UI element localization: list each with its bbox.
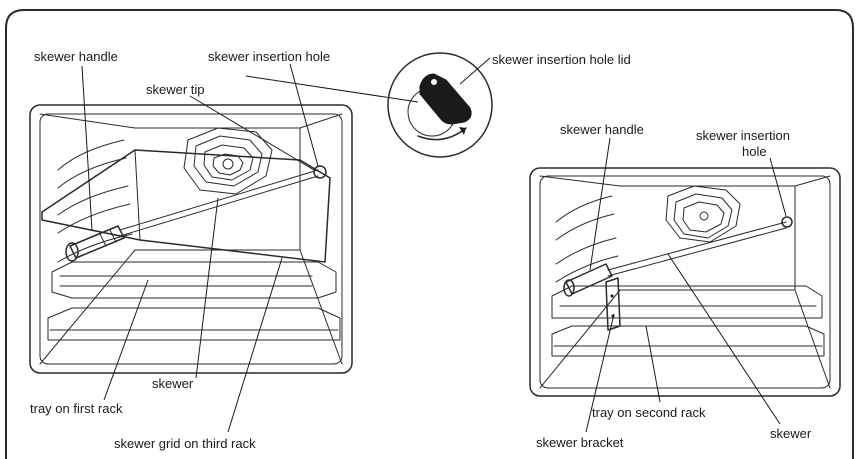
- insertion-hole-lid-callout: [387, 52, 493, 158]
- label-right-insertion-hole-line1: skewer insertion: [696, 128, 790, 143]
- left-tray: [51, 261, 337, 299]
- leader-lines: [81, 57, 787, 433]
- label-left-skewer-tip: skewer tip: [146, 82, 205, 97]
- label-left-insertion-hole: skewer insertion hole: [208, 49, 330, 64]
- label-skewer-grid-third-rack: skewer grid on third rack: [114, 436, 256, 451]
- right-skewer: [563, 216, 793, 331]
- diagram-frame: [5, 9, 854, 459]
- label-skewer-bracket: skewer bracket: [536, 435, 624, 450]
- label-tray-first-rack: tray on first rack: [30, 401, 123, 416]
- label-right-skewer: skewer: [770, 426, 812, 441]
- right-tray: [551, 285, 825, 357]
- right-fan: [665, 185, 741, 243]
- label-tray-second-rack: tray on second rack: [592, 405, 706, 420]
- left-oven: [29, 104, 353, 374]
- right-oven: [529, 167, 841, 397]
- label-left-skewer-handle: skewer handle: [34, 49, 118, 64]
- labels: skewer handle skewer insertion hole skew…: [30, 49, 812, 451]
- left-fan: [183, 127, 273, 195]
- label-left-skewer: skewer: [152, 376, 194, 391]
- label-right-insertion-hole-line2: hole: [742, 144, 767, 159]
- label-right-skewer-handle: skewer handle: [560, 122, 644, 137]
- label-insertion-hole-lid: skewer insertion hole lid: [492, 52, 631, 67]
- left-skewer-grid: [41, 149, 331, 263]
- left-skewer: [65, 165, 327, 262]
